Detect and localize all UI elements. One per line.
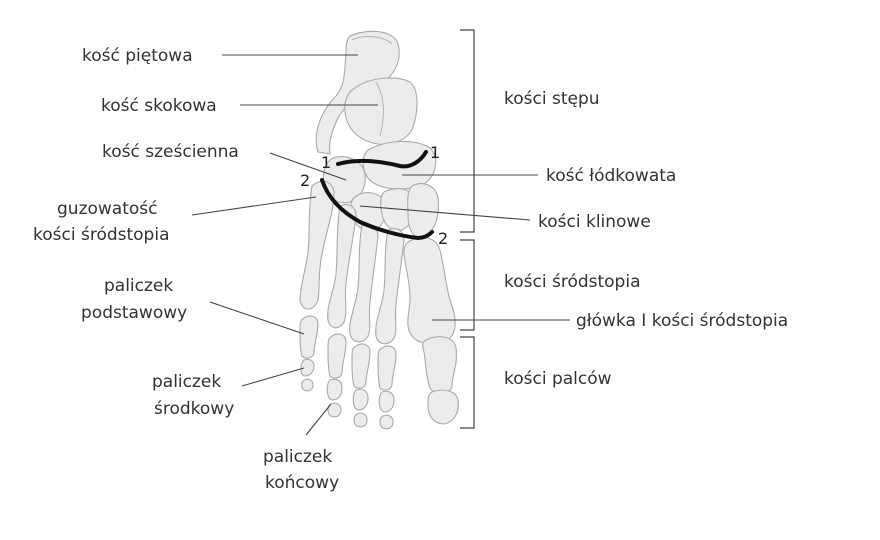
distal-phalanx-1-bone: [427, 389, 459, 425]
joint-marker-2-left: 2: [300, 171, 310, 190]
bracket-kosci-palcow: [460, 336, 475, 429]
joint-line-1: [336, 150, 428, 169]
proximal-phalanx-3-bone: [351, 343, 371, 389]
label-paliczek-srodkowy-line2: środkowy: [154, 399, 234, 419]
distal-phalanx-5-bone: [301, 378, 314, 392]
label-paliczek-koncowy-line2: końcowy: [265, 473, 339, 493]
leader-kosc-szescienna: [269, 152, 347, 181]
proximal-phalanx-5-bone: [299, 315, 319, 359]
joint-marker-1-right: 1: [430, 143, 440, 162]
middle-phalanx-5-bone: [300, 358, 315, 377]
metatarsal-5-bone: [299, 180, 335, 310]
leader-kosci-klinowe: [359, 205, 531, 221]
metatarsal-4-bone: [327, 203, 357, 329]
label-glowka: główka I kości śródstopia: [576, 311, 788, 331]
middle-phalanx-3-bone: [352, 388, 369, 411]
leader-paliczek-podstawowy: [209, 301, 305, 335]
proximal-phalanx-2-bone: [377, 345, 397, 391]
label-kosci-stepu: kości stępu: [504, 89, 600, 109]
distal-phalanx-4-bone: [327, 402, 342, 418]
joint-marker-2-right: 2: [438, 229, 448, 248]
proximal-phalanx-4-bone: [327, 333, 347, 379]
bracket-kosci-srodstopia: [460, 239, 475, 331]
label-kosc-lodkowata: kość łódkowata: [546, 166, 676, 186]
middle-phalanx-4-bone: [326, 378, 343, 401]
label-kosc-pietowa: kość piętowa: [82, 46, 193, 66]
label-guzowatosc-line2: kości śródstopia: [33, 225, 170, 245]
label-kosci-klinowe: kości klinowe: [538, 212, 651, 232]
joint-line-2: [320, 178, 434, 241]
bracket-kosci-stepu: [460, 29, 475, 233]
label-kosc-szescienna: kość sześcienna: [102, 142, 239, 162]
label-paliczek-srodkowy-line1: paliczek: [152, 372, 221, 392]
metatarsal-3-bone: [349, 223, 379, 343]
brackets: [460, 29, 475, 429]
label-paliczek-podstawowy-line1: paliczek: [104, 276, 173, 296]
middle-phalanx-2-bone: [378, 390, 395, 413]
metatarsal-2-bone: [375, 227, 405, 345]
label-kosci-palcow: kości palców: [504, 369, 612, 389]
leader-guzowatosc: [191, 196, 317, 216]
foot-bones: [299, 30, 459, 430]
label-paliczek-podstawowy-line2: podstawowy: [81, 303, 187, 323]
leader-paliczek-koncowy: [305, 403, 332, 436]
proximal-phalanx-1-bone: [422, 336, 457, 394]
metatarsal-1-bone: [403, 236, 456, 345]
label-kosc-skokowa: kość skokowa: [101, 96, 217, 116]
distal-phalanx-2-bone: [379, 414, 394, 430]
joint-marker-1-left: 1: [321, 153, 331, 172]
distal-phalanx-3-bone: [353, 412, 368, 428]
leader-lines: [191, 54, 570, 436]
leader-paliczek-srodkowy: [241, 367, 305, 387]
talus-bone: [344, 77, 418, 145]
label-kosci-srodstopia: kości śródstopia: [504, 272, 641, 292]
label-guzowatosc-line1: guzowatość: [57, 199, 157, 219]
label-paliczek-koncowy-line1: paliczek: [263, 447, 332, 467]
